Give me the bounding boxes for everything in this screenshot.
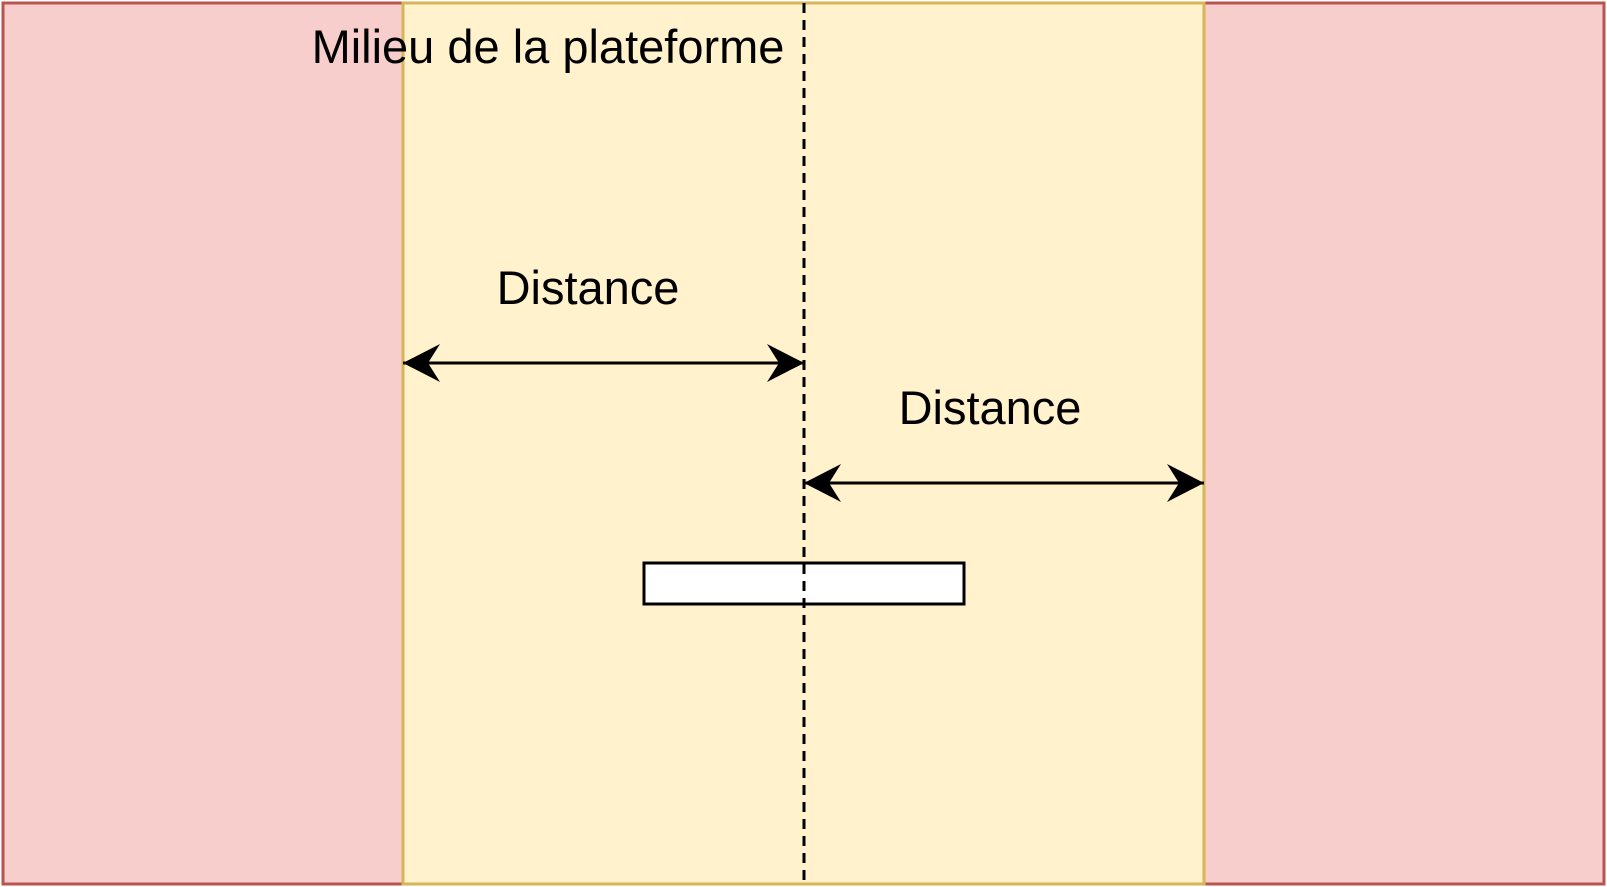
left-arrowhead-start <box>403 344 440 382</box>
left-arrowhead-end <box>767 344 804 382</box>
right-arrowhead-start <box>804 464 841 502</box>
middle-label: Milieu de la plateforme <box>312 20 785 73</box>
distance-left-label: Distance <box>497 261 680 314</box>
right-arrowhead-end <box>1167 464 1204 502</box>
distance-right-label: Distance <box>899 381 1082 434</box>
